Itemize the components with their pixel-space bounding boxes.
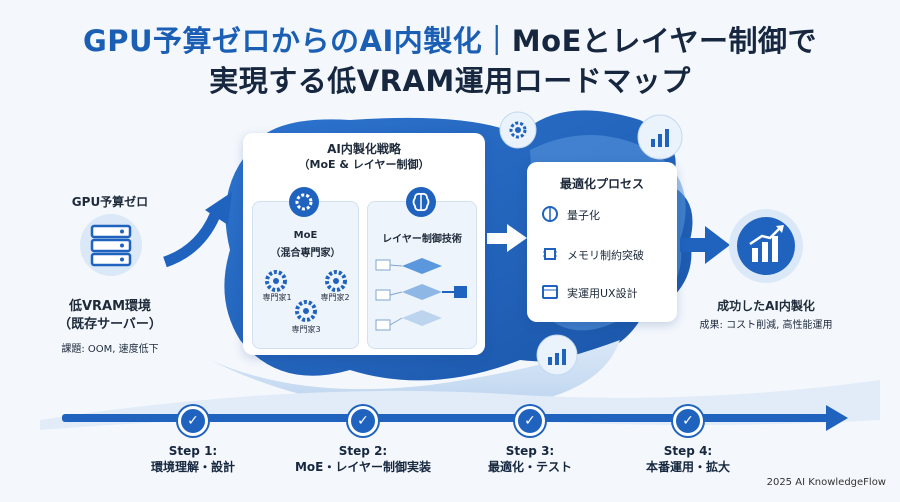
step1-check-icon: ✓ <box>178 406 208 436</box>
layer-title: レイヤー制御技術 <box>382 234 462 245</box>
gpu-budget-heading: GPU予算ゼロ <box>71 195 149 209</box>
title-line1: GPU予算ゼロからのAI内製化｜MoEとレイヤー制御で <box>82 24 818 58</box>
success-chart-icon <box>729 209 803 283</box>
optimize-item-ux: 実運用UX設計 <box>567 287 638 300</box>
optimize-title: 最適化プロセス <box>559 177 644 191</box>
brain-icon <box>406 187 436 217</box>
strategy-title: AI内製化戦略 <box>327 142 401 156</box>
optimize-item-memory: メモリ制約突破 <box>567 249 644 262</box>
layer-stack-diagram <box>375 258 467 331</box>
step3-label: Step 3:最適化・テスト <box>487 444 572 474</box>
step2-label: Step 2:MoE・レイヤー制御実装 <box>294 444 432 474</box>
expert1-label: 専門家1 <box>262 293 292 302</box>
strategy-card: AI内製化戦略 （MoE & レイヤー制御） MoE （混合専門家） 専門家1 … <box>243 133 485 355</box>
layer-panel: レイヤー制御技術 <box>367 201 477 349</box>
gear-icon <box>509 121 527 139</box>
step3-check-icon: ✓ <box>515 406 545 436</box>
expert2-gear-icon <box>325 270 347 292</box>
strategy-subtitle: （MoE & レイヤー制御） <box>298 158 430 171</box>
success-title: 成功したAI内製化 <box>717 299 815 313</box>
step4-label: Step 4:本番運用・拡大 <box>645 444 730 474</box>
moe-title: MoE <box>293 230 318 241</box>
step2-check-icon: ✓ <box>348 406 378 436</box>
issue-text: 課題: OOM, 速度低下 <box>61 344 159 355</box>
title-line2: 実現する低VRAM運用ロードマップ <box>209 64 691 98</box>
expert2-label: 専門家2 <box>320 293 350 302</box>
memory-chip-icon <box>543 248 557 260</box>
step4-check-icon: ✓ <box>673 406 703 436</box>
moe-gear-icon <box>289 187 319 217</box>
bar-chart-icon <box>651 129 669 147</box>
step1-label: Step 1:環境理解・設計 <box>150 444 235 474</box>
left-curve-arrow <box>163 212 221 268</box>
moe-panel: MoE （混合専門家） 専門家1 専門家2 専門家3 <box>252 201 359 349</box>
low-vram-env: 低VRAM環境 <box>68 299 152 314</box>
server-icon <box>80 214 142 276</box>
expert3-gear-icon <box>295 300 317 322</box>
optimize-card: 最適化プロセス 量子化 メモリ制約突破 実運用UX設計 <box>527 162 677 322</box>
existing-server: （既存サーバー） <box>58 317 162 332</box>
moe-subtitle: （混合専門家） <box>270 248 341 259</box>
optimize-item-quantize: 量子化 <box>567 209 600 222</box>
expert3-label: 専門家3 <box>291 325 321 334</box>
brain-small-icon <box>542 206 558 222</box>
ux-window-icon <box>542 285 558 299</box>
footer-copyright: 2025 AI KnowledgeFlow <box>766 477 886 488</box>
growth-chart-icon <box>548 349 566 365</box>
success-result: 成果: コスト削減, 高性能運用 <box>699 320 833 331</box>
expert1-gear-icon <box>265 270 287 292</box>
